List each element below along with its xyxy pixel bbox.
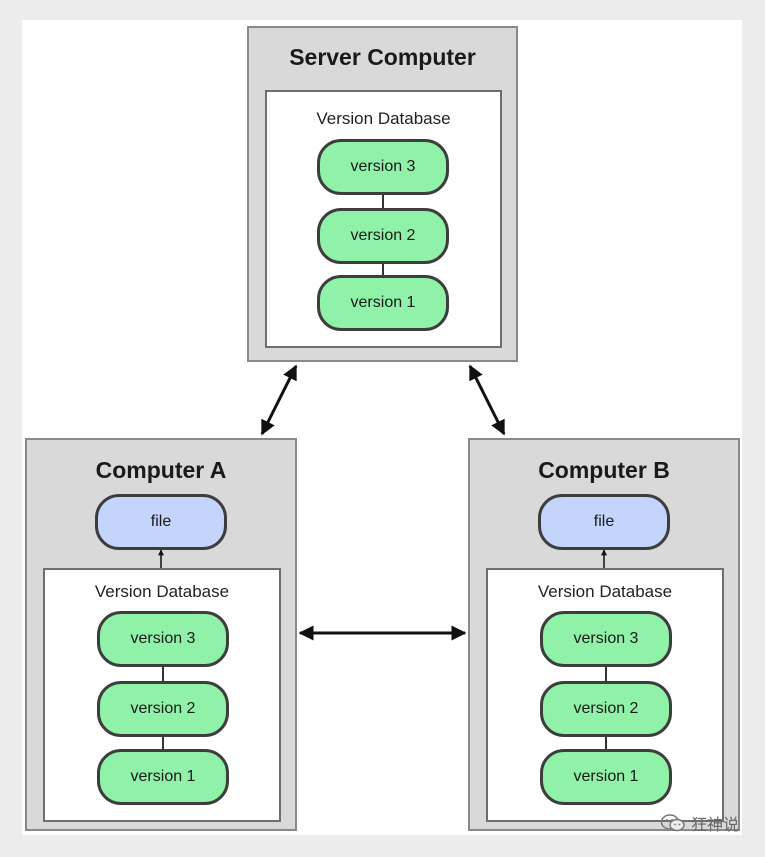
arrow-server-computer-b [468,364,506,436]
computer-a-file: file [95,494,227,550]
computer-b-link-2-1 [605,737,607,749]
arrow-server-computer-a [260,364,298,436]
computer-b-version-3: version 3 [540,611,672,667]
computer-b-title: Computer B [538,457,670,483]
computer-b-database-title: Version Database [537,582,673,601]
computer-a-link-3-2 [162,667,164,681]
computer-b-version-1: version 1 [540,749,672,805]
wechat-icon [660,814,685,832]
server-version-1: version 1 [317,275,449,331]
server-database-title: Version Database [316,109,451,128]
computer-a-version-1: version 1 [97,749,229,805]
server-version-2: version 2 [317,208,449,264]
watermark: 狂神说 [660,811,739,835]
computer-a-title: Computer A [95,457,227,483]
server-version-database: Version Database version 3 version 2 ver… [265,90,502,348]
computer-b-file: file [538,494,670,550]
server-computer-title: Server Computer [289,44,476,70]
computer-b-link-3-2 [605,667,607,681]
computer-a-version-2: version 2 [97,681,229,737]
computer-b-box: Computer B file Version Database version… [468,438,740,831]
server-link-2-1 [382,264,384,275]
computer-b-version-2: version 2 [540,681,672,737]
computer-b-version-database: Version Database version 3 version 2 ver… [486,568,724,822]
server-computer-box: Server Computer Version Database version… [247,26,518,362]
computer-a-box: Computer A file Version Database version… [25,438,297,831]
computer-a-version-3: version 3 [97,611,229,667]
computer-a-version-database: Version Database version 3 version 2 ver… [43,568,281,822]
watermark-text: 狂神说 [690,817,739,834]
computer-a-database-title: Version Database [94,582,230,601]
computer-a-link-2-1 [162,737,164,749]
server-version-3: version 3 [317,139,449,195]
server-link-3-2 [382,195,384,208]
